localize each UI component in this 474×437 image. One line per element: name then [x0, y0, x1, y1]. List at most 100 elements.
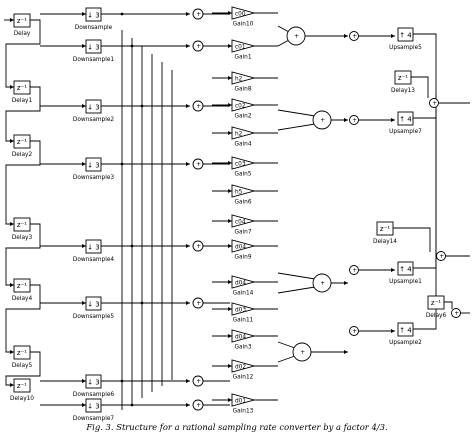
signal-wire: [277, 286, 316, 294]
main-sum-3: [292, 342, 312, 362]
sum-sign: +: [196, 379, 201, 385]
arrowhead: [228, 161, 232, 165]
input-sum-2: [192, 100, 204, 112]
arrowhead: [186, 44, 190, 48]
downsample-7-block: [85, 398, 102, 413]
downsample-6-label: Downsample6: [73, 392, 115, 398]
gain-label: Gain11: [233, 318, 254, 324]
arrowhead: [10, 383, 14, 387]
downsample-7-label: Downsample7: [73, 416, 115, 422]
signal-wire: [413, 95, 437, 269]
signal-wire: [277, 39, 290, 47]
signal-wire: [277, 341, 296, 349]
delay-symbol: z⁻¹: [380, 225, 390, 233]
sum-sign: +: [196, 403, 201, 409]
arrowhead: [186, 403, 190, 407]
signal-wire: [411, 76, 429, 98]
gain-triangle: [231, 39, 256, 53]
arrowhead: [82, 12, 86, 16]
delay-symbol: z⁻¹: [17, 382, 27, 390]
rate-symbol: ↓ 3: [87, 403, 100, 411]
sum-sign: +: [352, 268, 357, 274]
rate-symbol: ↓ 3: [87, 379, 100, 387]
signal-wire: [5, 19, 41, 88]
delay-0-block: [13, 13, 31, 28]
gain-coefficient: d03: [235, 308, 246, 314]
arrowhead: [186, 301, 190, 305]
arrowhead: [391, 34, 395, 38]
gain-coefficient: c00: [235, 12, 246, 18]
gain-label: Gain10: [233, 22, 254, 28]
output-sum-3: [349, 326, 359, 336]
arrowhead: [228, 103, 232, 107]
rate-symbol: ↓ 3: [87, 44, 100, 52]
arrowhead: [10, 85, 14, 89]
input-sum-5: [192, 297, 204, 309]
arrowhead: [82, 301, 86, 305]
junction-dot: [120, 12, 124, 16]
arrowhead: [82, 244, 86, 248]
junction-dot: [130, 403, 134, 407]
arrowhead: [10, 139, 14, 143]
delay-1-label: Delay1: [12, 98, 33, 104]
arrowhead: [82, 403, 86, 407]
downsample-5-block: [85, 296, 102, 311]
gain-coefficient: h2: [235, 77, 243, 83]
upsample-2-label: Upsample1: [389, 279, 422, 285]
gain-label: Gain7: [234, 230, 251, 236]
downsample-3-block: [85, 157, 102, 172]
sum-sign: +: [196, 12, 201, 18]
rate-symbol: ↓ 3: [87, 12, 100, 20]
arrowhead: [186, 162, 190, 166]
gain-triangle: [231, 71, 256, 85]
sum-sign: +: [432, 101, 437, 107]
rate-symbol: ↑ 4: [399, 327, 412, 335]
downsample-2-label: Downsample2: [73, 117, 115, 123]
arrowhead: [10, 18, 14, 22]
delay-4-block: [13, 278, 31, 293]
signal-wire: [277, 25, 290, 33]
sum-sign: +: [439, 254, 444, 260]
delay-symbol: z⁻¹: [17, 282, 27, 290]
gain-coefficient: c03: [235, 162, 246, 168]
signal-wire: [277, 123, 316, 131]
downsample-6-block: [85, 374, 102, 389]
sum-sign: +: [320, 281, 325, 287]
gain-label: Gain3: [234, 345, 251, 351]
delay-2-label: Delay2: [12, 152, 33, 158]
signal-wire: [5, 351, 41, 386]
gain-coefficient: c01: [235, 45, 246, 51]
delay-3-label: Delay3: [12, 235, 33, 241]
sum-sign: +: [300, 350, 305, 356]
arrowhead: [186, 104, 190, 108]
signal-wire: [444, 301, 453, 309]
arrowhead: [82, 162, 86, 166]
output-sum-2: [349, 265, 359, 275]
gain-triangle: [231, 98, 256, 112]
arrowhead: [186, 379, 190, 383]
input-sum-4: [192, 240, 204, 252]
gain-coefficient: c02: [235, 104, 246, 110]
signal-wire: [413, 33, 437, 95]
gain-coefficient: d04: [235, 335, 246, 341]
signal-wire: [277, 109, 316, 117]
arrowhead: [228, 280, 232, 284]
upsample-0-block: [397, 27, 414, 42]
delay-6-label: Delay10: [10, 396, 34, 402]
upsample-1-label: Upsample7: [389, 129, 422, 135]
gain-label: Gain5: [234, 172, 251, 178]
gain-label: Gain13: [233, 409, 254, 415]
delay-3-block: [13, 217, 31, 232]
main-sum-2: [312, 273, 332, 293]
downsample-0-label: Downsample: [75, 25, 113, 31]
delay-symbol: z⁻¹: [17, 84, 27, 92]
signal-wires: [4, 11, 470, 410]
signal-wire: [5, 223, 41, 286]
gain-label: Gain12: [233, 375, 254, 381]
signal-wire: [393, 227, 431, 252]
figure-caption: Fig. 3. Structure for a rational samplin…: [85, 422, 387, 432]
gain-triangle: [231, 359, 256, 373]
signal-wire: [5, 284, 41, 353]
arrowhead: [228, 244, 232, 248]
arrowhead: [391, 268, 395, 272]
